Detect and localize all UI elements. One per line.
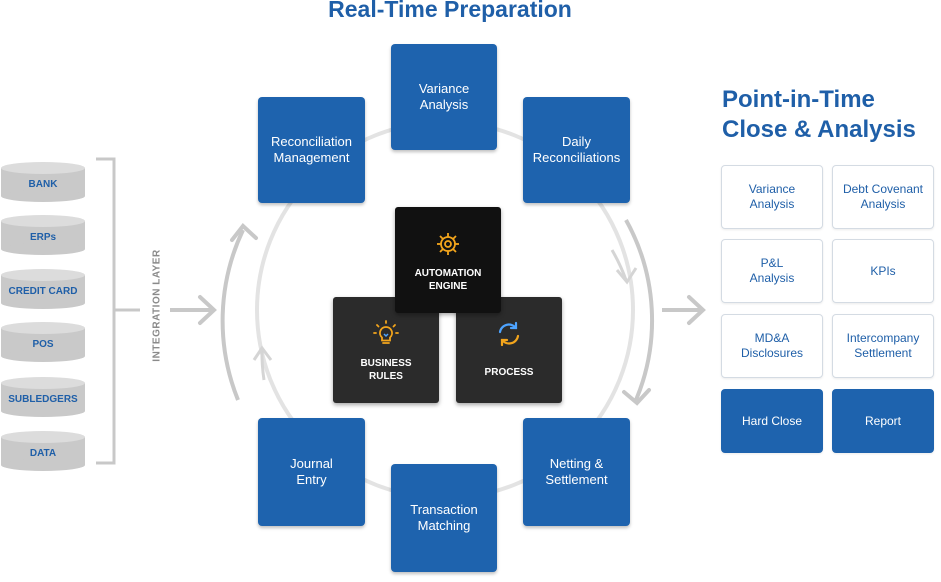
source-subledgers: SUBLEDGERS <box>0 377 86 417</box>
source-erps: ERPs <box>0 215 86 255</box>
business-rules-label: BUSINESS RULES <box>360 358 412 382</box>
cycle-variance-analysis: Variance Analysis <box>391 44 497 150</box>
output-pl-analysis: P&L Analysis <box>721 239 823 303</box>
process-box: PROCESS <box>456 297 562 403</box>
diagram-title: Real-Time Preparation <box>328 0 572 22</box>
right-title-line2: Close & Analysis <box>722 116 916 143</box>
output-variance-analysis: Variance Analysis <box>721 165 823 229</box>
cycle-label: Transaction Matching <box>410 502 478 533</box>
refresh-cycle-icon <box>498 321 520 347</box>
cycle-daily-reconciliations: Daily Reconciliations <box>523 97 630 203</box>
source-label: POS <box>32 339 54 350</box>
cycle-label: Variance Analysis <box>418 81 470 112</box>
integration-bracket <box>96 157 116 465</box>
output-label: Debt Covenant Analysis <box>842 182 924 211</box>
gear-icon <box>437 233 459 255</box>
cycle-label: Reconciliation Management <box>271 134 352 165</box>
arrow-right-icon <box>170 295 217 325</box>
output-label: Variance Analysis <box>748 182 796 211</box>
cycle-transaction-matching: Transaction Matching <box>391 464 497 572</box>
source-label: DATA <box>29 448 57 459</box>
business-rules-box: BUSINESS RULES <box>333 297 439 403</box>
cycle-label: Journal Entry <box>290 456 333 487</box>
output-label: Intercompany Settlement <box>846 331 920 360</box>
source-label: CREDIT CARD <box>8 286 78 297</box>
process-label: PROCESS <box>484 367 534 378</box>
cycle-journal-entry: Journal Entry <box>258 418 365 526</box>
output-label: Report <box>864 413 902 428</box>
cycle-netting-settlement: Netting & Settlement <box>523 418 630 526</box>
automation-engine-label: AUTOMATION ENGINE <box>414 268 482 292</box>
output-label: Hard Close <box>741 413 803 428</box>
right-section-title: Point-in-Time Close & Analysis <box>722 85 937 145</box>
output-label: KPIs <box>870 263 896 278</box>
source-data: DATA <box>0 431 86 471</box>
source-bank: BANK <box>0 162 86 202</box>
output-hard-close: Hard Close <box>721 389 823 453</box>
output-label: MD&A Disclosures <box>740 331 803 360</box>
output-report: Report <box>832 389 934 453</box>
output-label: P&L Analysis <box>749 256 795 285</box>
cycle-reconciliation-management: Reconciliation Management <box>258 97 365 203</box>
cycle-label: Netting & Settlement <box>545 456 608 487</box>
right-title-line1: Point-in-Time <box>722 86 875 113</box>
cycle-ring-outer <box>624 219 655 401</box>
output-debt-covenant-analysis: Debt Covenant Analysis <box>832 165 934 229</box>
arrow-right-icon <box>662 295 706 325</box>
source-credit-card: CREDIT CARD <box>0 269 86 309</box>
output-mda-disclosures: MD&A Disclosures <box>721 314 823 378</box>
source-label: SUBLEDGERS <box>8 394 78 405</box>
source-label: ERPs <box>29 232 57 243</box>
lightbulb-icon <box>373 320 399 344</box>
source-label: BANK <box>28 179 58 190</box>
output-kpis: KPIs <box>832 239 934 303</box>
automation-engine-box: AUTOMATION ENGINE <box>395 207 501 313</box>
cycle-label: Daily Reconciliations <box>532 134 621 165</box>
source-pos: POS <box>0 322 86 362</box>
output-intercompany-settlement: Intercompany Settlement <box>832 314 934 378</box>
integration-layer-label: INTEGRATION LAYER <box>151 249 163 362</box>
